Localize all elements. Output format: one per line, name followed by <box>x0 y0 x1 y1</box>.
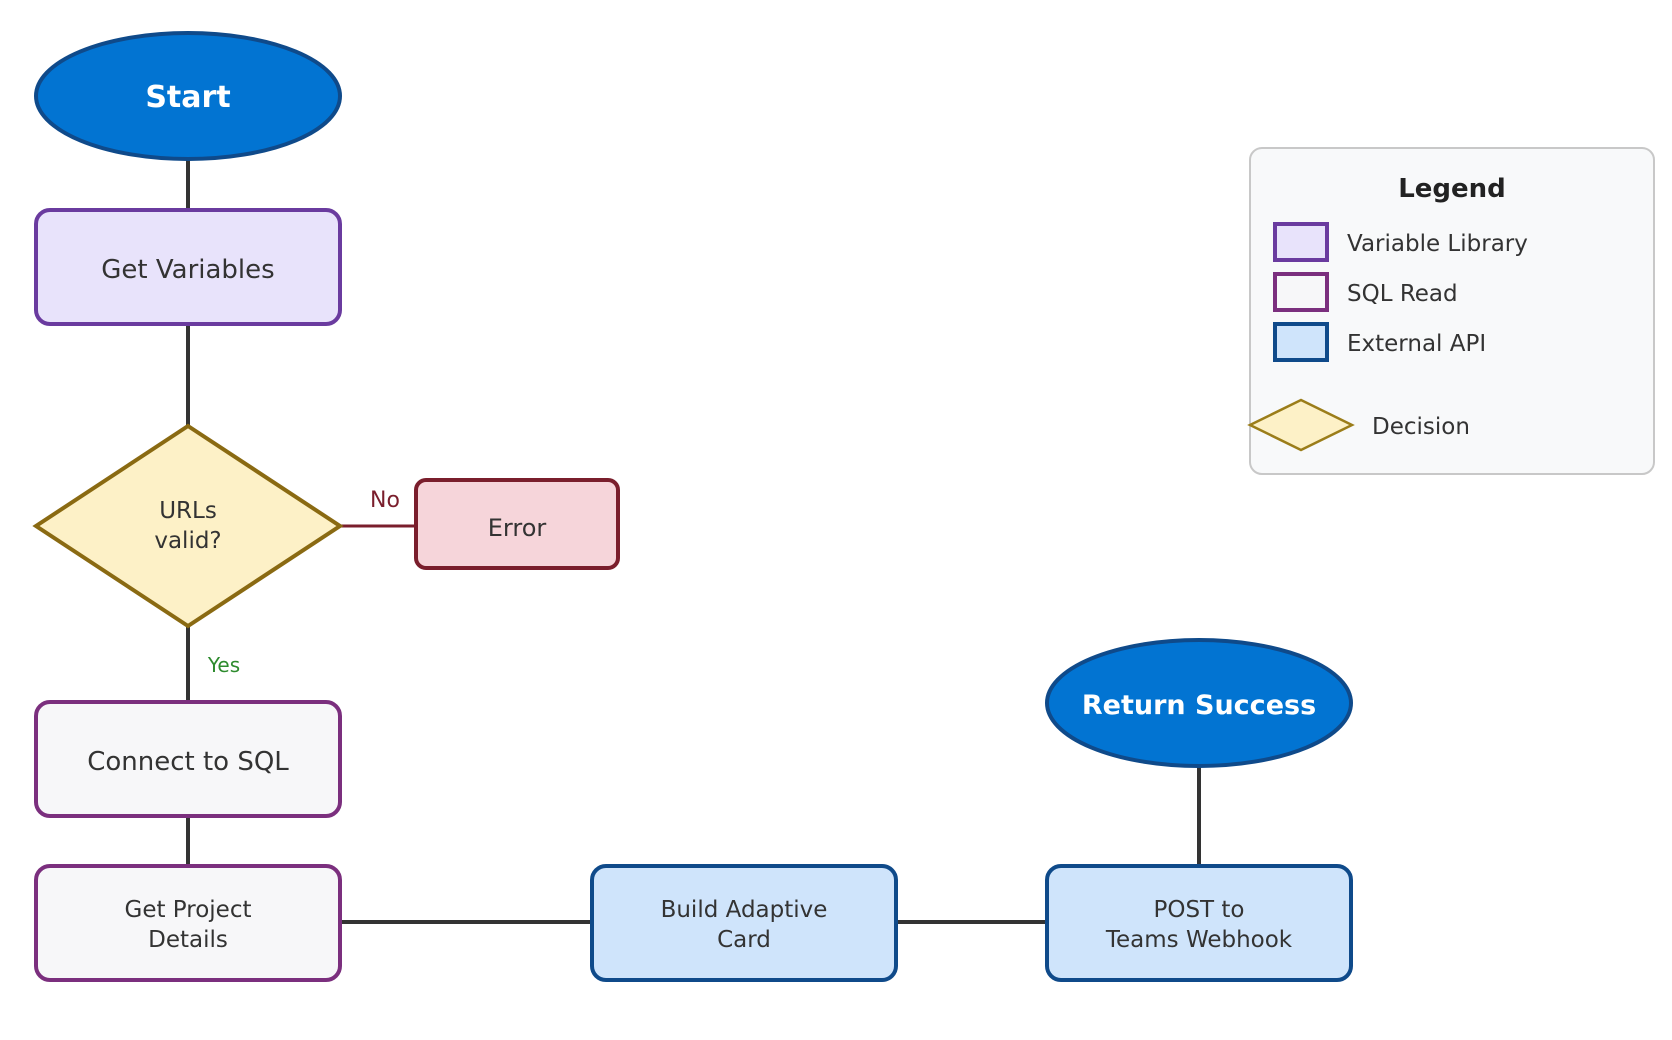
decision-node: URLs valid? <box>32 423 344 629</box>
get-project-details-shape <box>34 864 342 982</box>
get-project-details-node: Get Project Details <box>34 864 342 982</box>
legend: Legend Variable Library SQL Read Externa… <box>1247 147 1655 475</box>
return-success-shape <box>1045 638 1353 768</box>
build-card-shape <box>590 864 898 982</box>
connect-sql-node: Connect to SQL <box>34 700 342 818</box>
error-shape <box>414 478 620 570</box>
legend-label-decision: Decision <box>1372 414 1470 440</box>
post-webhook-shape <box>1045 864 1353 982</box>
return-success-label: Return Success <box>1082 690 1316 721</box>
get-variables-node: Get Variables <box>34 208 342 326</box>
build-card-line2: Card <box>717 927 771 953</box>
post-webhook-node: POST to Teams Webhook <box>1045 864 1353 982</box>
decision-label-line2: valid? <box>154 528 221 554</box>
return-success-node: Return Success <box>1045 638 1353 768</box>
get-variables-shape <box>34 208 342 326</box>
legend-label-variable-library: Variable Library <box>1347 231 1528 257</box>
start-label: Start <box>145 80 230 115</box>
get-project-details-line1: Get Project <box>125 897 252 923</box>
connectors <box>186 158 1201 924</box>
edge-label-yes: Yes <box>207 653 240 677</box>
error-label: Error <box>488 514 547 542</box>
legend-panel <box>1249 147 1655 475</box>
connect-sql-shape <box>34 700 342 818</box>
start-node: Start <box>34 31 342 161</box>
decision-shape <box>32 423 344 629</box>
decision-label-line1: URLs <box>159 498 217 524</box>
post-webhook-line1: POST to <box>1153 897 1244 923</box>
legend-label-sql-read: SQL Read <box>1347 281 1458 307</box>
legend-label-external-api: External API <box>1347 331 1486 357</box>
connect-sql-label: Connect to SQL <box>87 747 289 777</box>
start-shape <box>34 31 342 161</box>
get-project-details-line2: Details <box>148 927 228 953</box>
error-node: Error <box>414 478 620 570</box>
legend-title: Legend <box>1398 174 1506 204</box>
edge-label-no: No <box>370 488 400 513</box>
legend-swatch-external-api <box>1273 322 1329 362</box>
get-variables-label: Get Variables <box>101 255 274 285</box>
legend-swatch-variable-library <box>1273 222 1329 262</box>
build-card-line1: Build Adaptive <box>661 897 828 923</box>
legend-swatch-sql-read <box>1273 272 1329 312</box>
build-card-node: Build Adaptive Card <box>590 864 898 982</box>
legend-swatch-decision <box>1247 398 1355 452</box>
post-webhook-line2: Teams Webhook <box>1105 927 1293 953</box>
